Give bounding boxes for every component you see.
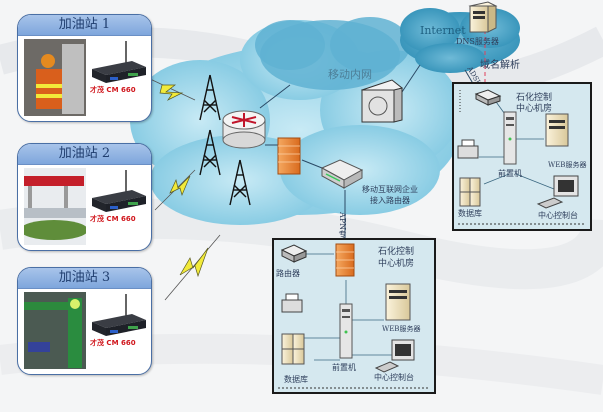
frontend-server-icon xyxy=(503,111,517,165)
station-photo-green-canopy xyxy=(24,292,86,369)
internet-label: Internet xyxy=(420,24,466,37)
firewall-icon xyxy=(335,243,355,277)
database-label: 数据库 xyxy=(458,209,482,218)
gas-station-3: 加油站 3 才茂 CM 660 xyxy=(17,267,152,375)
cm660-router-icon xyxy=(92,41,146,83)
control-room-2: 石化控制 中心机房 路由器 前置机 WEB服务器 数据库 中心控制台 xyxy=(272,238,436,394)
lightning-icon xyxy=(147,77,196,101)
printer-icon xyxy=(281,293,303,313)
enterprise-router-label-1: 移动互联网企业 xyxy=(362,185,418,194)
station-title: 加油站 2 xyxy=(18,144,151,165)
apn-label: APN专线 xyxy=(338,212,347,247)
web-server-icon xyxy=(385,283,411,321)
cm660-router-icon xyxy=(92,294,146,336)
console-label: 中心控制台 xyxy=(374,373,414,382)
domain-resolve-label: 域名解析 xyxy=(480,60,520,71)
web-server-label: WEB服务器 xyxy=(548,161,587,169)
dns-server-icon xyxy=(468,1,498,33)
cm660-router-icon xyxy=(92,170,146,212)
database-icon xyxy=(459,177,481,207)
frontend-label: 前置机 xyxy=(498,169,522,178)
device-model-label: 才茂 CM 660 xyxy=(90,86,136,94)
mobile-internal-cloud xyxy=(255,17,410,90)
database-icon xyxy=(281,333,305,365)
tower-icon xyxy=(229,159,251,206)
room-title-line2: 中心机房 xyxy=(516,104,553,114)
room-title-line2: 中心机房 xyxy=(378,259,415,269)
lightning-icon xyxy=(154,169,196,211)
station-photo-worker xyxy=(24,39,86,116)
cell-towers xyxy=(199,74,251,206)
gas-station-2: 加油站 2 才茂 CM 660 xyxy=(17,143,152,251)
console-icon xyxy=(374,339,415,373)
gas-station-1: 加油站 1 才茂 CM 660 xyxy=(17,14,152,122)
router-icon xyxy=(474,89,502,106)
database-label: 数据库 xyxy=(284,375,308,384)
firewall-icon xyxy=(277,137,301,175)
console-label: 中心控制台 xyxy=(538,211,578,220)
core-router-icon xyxy=(222,110,266,149)
device-model-label: 才茂 CM 660 xyxy=(90,339,136,347)
tower-icon xyxy=(199,129,221,176)
lightning-icon xyxy=(164,234,221,301)
web-server-icon xyxy=(545,113,569,147)
router-icon xyxy=(280,244,308,263)
mobile-internal-label: 移动内网 xyxy=(328,68,372,81)
frontend-server-icon xyxy=(339,303,353,359)
frontend-label: 前置机 xyxy=(332,363,356,372)
station-title: 加油站 3 xyxy=(18,268,151,289)
room-2-devices xyxy=(278,243,430,389)
wireless-link-icons xyxy=(147,77,221,301)
station-photo-red-canopy xyxy=(24,168,86,245)
room-title-line1: 石化控制 xyxy=(378,247,415,257)
room-1-devices xyxy=(457,89,586,225)
console-icon xyxy=(536,175,579,209)
station-title: 加油站 1 xyxy=(18,15,151,36)
web-server-label: WEB服务器 xyxy=(382,325,421,333)
printer-icon xyxy=(457,139,479,159)
enterprise-router-label-2: 接入路由器 xyxy=(370,196,410,205)
tower-icon xyxy=(199,74,221,121)
mobile-gateway-icon xyxy=(360,79,404,123)
room-title-line1: 石化控制 xyxy=(516,93,553,103)
enterprise-router-icon xyxy=(320,159,364,189)
dns-server-label: DNS服务器 xyxy=(456,37,499,46)
control-room-1: 石化控制 中心机房 前置机 WEB服务器 数据库 中心控制台 xyxy=(452,82,592,231)
device-model-label: 才茂 CM 660 xyxy=(90,215,136,223)
router-label: 路由器 xyxy=(276,269,300,278)
